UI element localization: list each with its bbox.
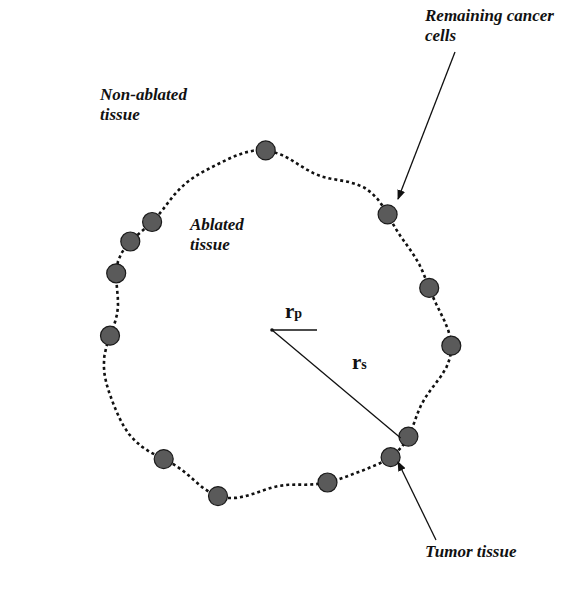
cancer-cell (101, 326, 120, 345)
cancer-cell (256, 141, 275, 160)
cancer-cell (209, 487, 228, 506)
cancer-cell (154, 450, 173, 469)
cancer-cell (143, 213, 162, 232)
cancer-cell (107, 264, 126, 283)
radius-label: rp (285, 299, 315, 324)
region-label: Non-ablated tissue (100, 85, 212, 124)
ablated-zone: Ablated tissue rp (104, 162, 440, 498)
probe-circle: rp (227, 285, 317, 375)
tumor-boundary (104, 150, 452, 498)
leader-arrow (398, 462, 436, 540)
circle-outline (227, 285, 317, 375)
cancer-cell (420, 278, 439, 297)
circle-outline (228, 286, 316, 374)
callout-label: Tumor tissue (425, 542, 525, 562)
cancer-cell (121, 232, 140, 251)
cancer-cell (399, 427, 418, 446)
cancer-cell (381, 448, 400, 467)
radius-label: rs (352, 350, 392, 375)
tumor-boundary-group (101, 141, 461, 506)
circle-outline (105, 163, 439, 497)
leader-arrow (398, 52, 455, 199)
cancer-cell (378, 205, 397, 224)
region-label: Ablated tissue (190, 215, 270, 254)
rp-radius (272, 329, 317, 330)
rs-radius (272, 330, 401, 438)
circle-outline (104, 162, 440, 498)
center-point (270, 328, 274, 332)
cancer-cell (318, 473, 337, 492)
tissue-outline (15, 20, 566, 598)
cancer-cell (442, 336, 461, 355)
callout-label: Remaining cancer cells (425, 6, 555, 45)
